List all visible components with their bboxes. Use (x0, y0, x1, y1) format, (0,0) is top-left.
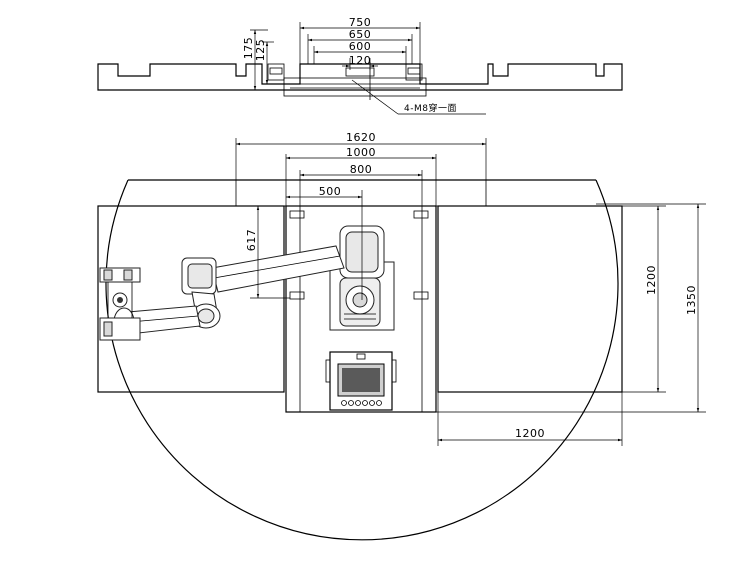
elevation-center-block (283, 77, 427, 97)
dim-1000: 1000 (346, 146, 376, 159)
mount-ur (413, 210, 429, 219)
right-table (437, 205, 623, 393)
dim-1200-vertical: 1200 (645, 265, 658, 295)
plan-view: 1620 1000 800 500 617 1200 1350 1200 (97, 131, 706, 541)
dim-1620: 1620 (346, 131, 376, 144)
controller-buttons (341, 400, 382, 406)
dim-500: 500 (319, 185, 342, 198)
mount-lr (413, 291, 429, 300)
mount-ll (289, 291, 305, 300)
center-column (285, 205, 437, 413)
dim-1200-horizontal: 1200 (515, 427, 545, 440)
mount-ul (289, 210, 305, 219)
left-table (97, 205, 285, 393)
mounting-note: 4-M8穿一面 (404, 102, 457, 114)
elevation-mount-right (405, 63, 423, 81)
dim-1350: 1350 (685, 285, 698, 315)
dim-175: 175 (242, 37, 255, 60)
dim-800: 800 (350, 163, 373, 176)
controller-cabinet (325, 351, 397, 411)
dim-750: 750 (349, 16, 372, 29)
dim-617: 617 (245, 229, 258, 252)
top-elevation-view: 750 650 600 120 175 125 4-M8穿一面 (97, 16, 623, 115)
dim-120: 120 (349, 54, 372, 67)
end-effector (99, 267, 141, 341)
dim-650: 650 (349, 28, 372, 41)
dim-125: 125 (254, 39, 267, 62)
dim-600: 600 (349, 40, 372, 53)
